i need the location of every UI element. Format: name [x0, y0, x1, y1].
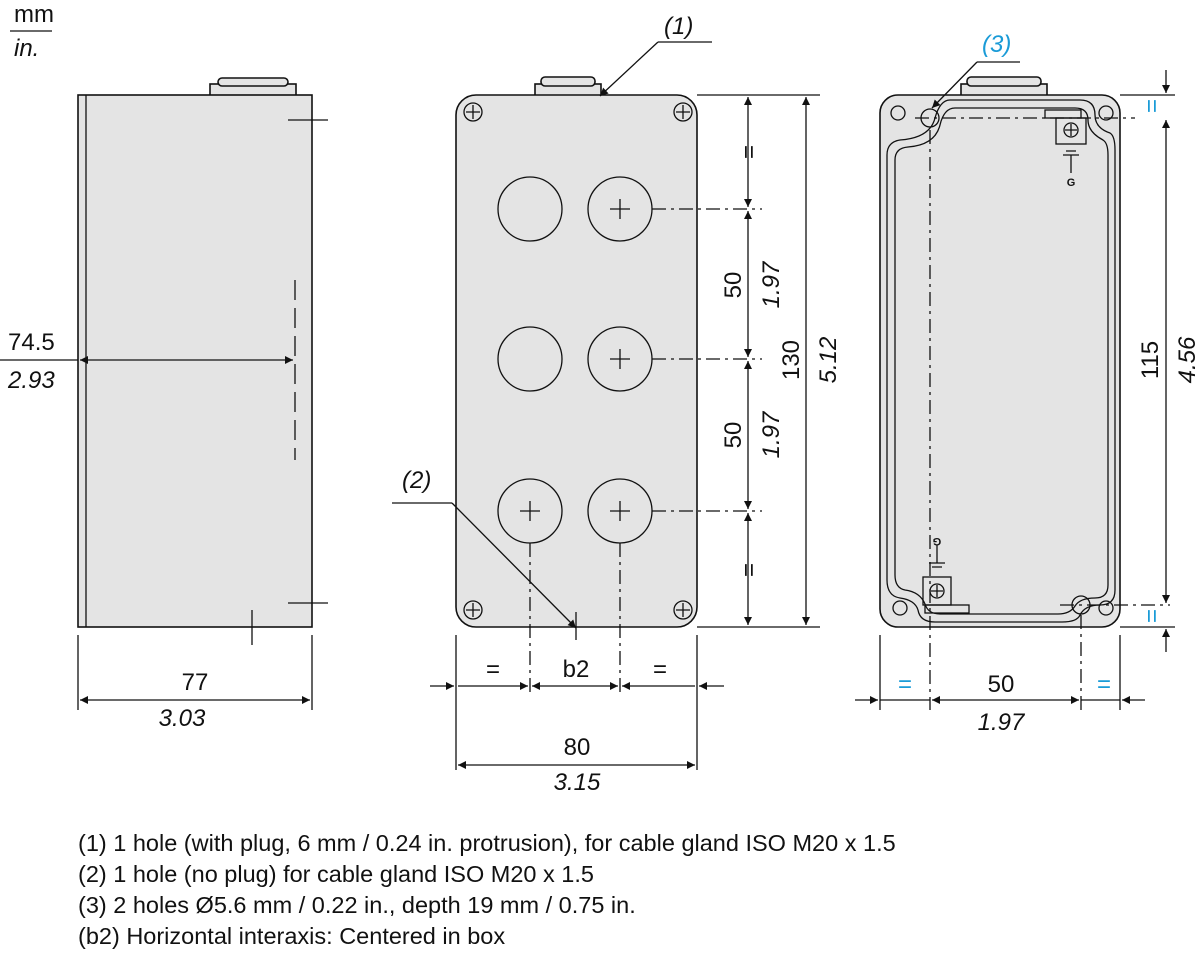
pitch1-in: 1.97: [758, 260, 785, 308]
back-eq-bottom: =: [1138, 609, 1165, 623]
front-view: (1) (2) = = 50 1.97 50 1.97 130 5.12 = b…: [392, 13, 842, 796]
screw-icons: [463, 102, 693, 620]
notes: (1) 1 hole (with plug, 6 mm / 0.24 in. p…: [78, 828, 896, 952]
ground-label-bottom: G: [933, 535, 942, 547]
note-3: (3) 2 holes Ø5.6 mm / 0.22 in., depth 19…: [78, 892, 636, 918]
back-eq-top: =: [1138, 99, 1165, 113]
note-b2: (b2) Horizontal interaxis: Centered in b…: [78, 923, 506, 949]
callout-1: (1): [664, 13, 693, 40]
pitch2-in: 1.97: [758, 410, 785, 458]
side-height-mm: 74.5: [8, 329, 55, 356]
unit-mm: mm: [14, 1, 54, 28]
interaxis-mm: 50: [988, 671, 1015, 698]
front-height-mm: 130: [778, 340, 805, 380]
side-width-in: 3.03: [159, 705, 206, 732]
ground-icon: [929, 545, 945, 568]
front-eq-top: =: [735, 145, 762, 159]
front-eq-left: =: [486, 656, 500, 683]
back-height-in: 4.56: [1174, 336, 1200, 383]
note-1: (1) 1 hole (with plug, 6 mm / 0.24 in. p…: [78, 830, 896, 856]
front-eq-right: =: [653, 656, 667, 683]
front-eq-bottom: =: [735, 563, 762, 577]
pitch2-mm: 50: [720, 422, 747, 449]
unit-in: in.: [14, 35, 39, 62]
callout-2: (2): [402, 467, 431, 494]
pitch1-mm: 50: [720, 272, 747, 299]
side-view: 74.5 2.93 77 3.03: [0, 77, 328, 732]
note-2: (2) 1 hole (no plug) for cable gland ISO…: [78, 861, 594, 887]
callout-3: (3): [982, 31, 1011, 58]
side-width-mm: 77: [182, 669, 209, 696]
front-width-mm: 80: [564, 734, 591, 761]
back-height-mm: 115: [1137, 341, 1164, 379]
ground-icon: [1063, 150, 1079, 173]
ground-label-top: G: [1067, 177, 1076, 189]
b2-label: b2: [563, 656, 590, 683]
back-eq-right: =: [1097, 671, 1111, 698]
back-eq-left: =: [898, 671, 912, 698]
interaxis-in: 1.97: [978, 709, 1026, 736]
front-width-in: 3.15: [554, 769, 601, 796]
front-height-in: 5.12: [815, 337, 842, 384]
push-button-holes: [497, 176, 653, 544]
side-height-in: 2.93: [7, 367, 55, 394]
back-view: G G (3) = = 115 4.56 = 50 = 1.97: [855, 31, 1200, 736]
